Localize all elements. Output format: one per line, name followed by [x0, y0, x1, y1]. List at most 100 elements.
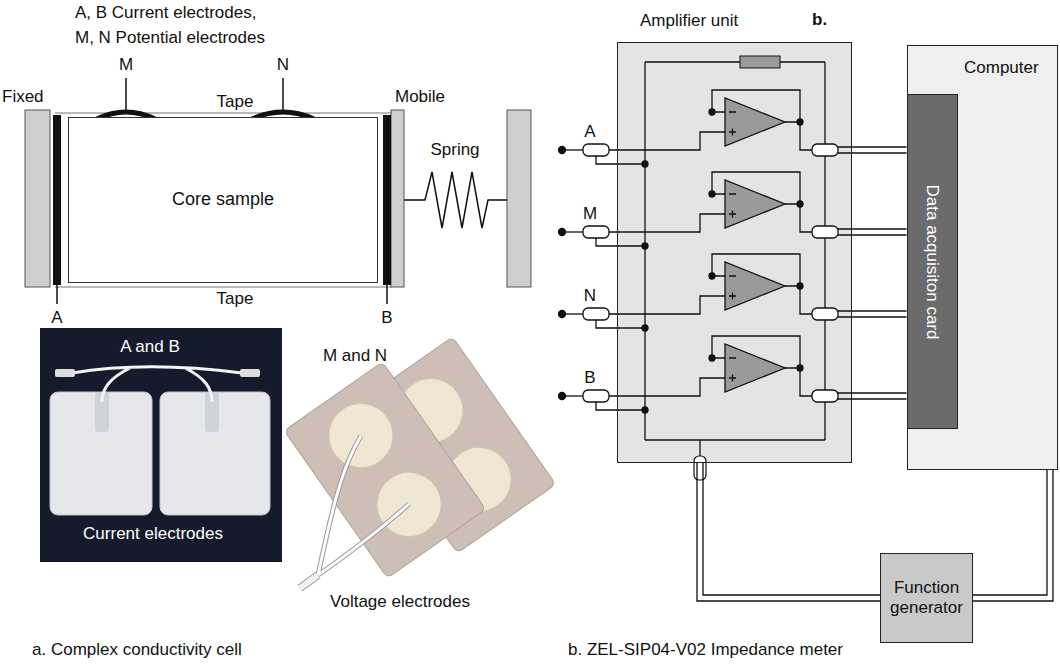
- electrode-letter: A: [51, 308, 62, 328]
- amplifier-channel: [559, 336, 853, 413]
- daq-card: Data acquisiton card: [907, 94, 958, 429]
- bus-wire: [645, 62, 825, 440]
- shield-wire: [596, 320, 645, 328]
- signal-cable: [973, 470, 1053, 601]
- sample-label: Core sample: [172, 189, 274, 211]
- generator-box: Function generator: [880, 553, 973, 643]
- photo-label: Current electrodes: [83, 524, 223, 544]
- sub-caption: b. ZEL-SIP04-V02 Impedance meter: [568, 640, 843, 660]
- coax-connector: [812, 390, 838, 402]
- unit-label: Function generator: [885, 578, 968, 619]
- junction-dot: [709, 191, 715, 197]
- opamp-sign: [729, 358, 736, 382]
- electrode-lead: [282, 78, 284, 111]
- output-lead: [838, 311, 852, 317]
- unit-heading: Computer: [964, 58, 1039, 78]
- junction-dot: [709, 109, 715, 115]
- spring-symbol: [404, 172, 507, 228]
- output-wire: [785, 122, 812, 150]
- input-terminal: [559, 147, 566, 154]
- shield-wire: [596, 402, 645, 410]
- signal-cable: [852, 229, 907, 235]
- electrode-letter: N: [277, 55, 289, 75]
- photo-label: A and B: [120, 337, 180, 357]
- current-electrode: [383, 115, 391, 285]
- panel-letter: b.: [812, 10, 827, 30]
- card-label: Data acquisiton card: [922, 184, 942, 339]
- plate-label: Mobile: [395, 87, 445, 107]
- electrode-cable: [72, 367, 242, 402]
- input-label: A: [584, 122, 595, 142]
- cable-plug: [55, 369, 75, 377]
- signal-wire: [609, 378, 725, 396]
- electrode-sheet: [284, 362, 486, 578]
- tape-label: Tape: [217, 289, 254, 309]
- output-wire: [785, 204, 812, 232]
- electrode-sheet: [284, 362, 486, 578]
- heading-label: A, B Current electrodes,: [75, 3, 256, 23]
- output-lead: [838, 147, 852, 153]
- sample-box: Core sample: [68, 117, 378, 283]
- input-wire: [565, 231, 583, 232]
- electrode-lead: [125, 78, 127, 111]
- junction-dot: [797, 119, 803, 125]
- amplifier-fill: [617, 42, 852, 463]
- electrode-pad: [316, 391, 405, 480]
- ground-bus: [644, 62, 645, 440]
- input-wire: [565, 395, 583, 396]
- sub-caption: a. Complex conductivity cell: [32, 640, 242, 660]
- electrode-lead: [386, 285, 388, 304]
- opamp-symbol: [725, 344, 785, 392]
- signal-wire: [609, 214, 725, 232]
- input-wire: [565, 149, 583, 150]
- output-lead: [838, 393, 852, 399]
- unit-heading: Amplifier unit: [640, 11, 738, 31]
- signal-cable: [697, 463, 880, 601]
- coax-connector: [583, 226, 609, 238]
- junction-dot: [797, 283, 803, 289]
- input-label: B: [584, 368, 595, 388]
- opamp-sign: [729, 194, 736, 218]
- plate-label: Fixed: [2, 87, 44, 107]
- coax-connector: [812, 226, 838, 238]
- coax-connector: [812, 144, 838, 156]
- signal-wire: [609, 296, 725, 314]
- electrode-letter: M: [119, 55, 133, 75]
- opamp-symbol: [725, 262, 785, 310]
- opamp-sign: [729, 276, 736, 300]
- junction-dot: [642, 161, 648, 167]
- junction-dot: [797, 201, 803, 207]
- fixed-plate: [25, 110, 50, 287]
- bus-wire: [699, 440, 700, 456]
- junction-dot: [709, 355, 715, 361]
- junction-dot: [642, 325, 648, 331]
- photo-label: Voltage electrodes: [330, 592, 470, 612]
- cable-plug: [300, 575, 318, 588]
- opamp-sign: [729, 112, 736, 136]
- output-wire: [785, 368, 812, 396]
- electrode-cable: [318, 436, 409, 575]
- amplifier-channel: [559, 172, 853, 249]
- opamp-symbol: [725, 98, 785, 146]
- amplifier-channel: [559, 90, 853, 167]
- input-label: M: [583, 204, 597, 224]
- spring-label: Spring: [430, 140, 479, 160]
- potential-electrode: [252, 112, 314, 119]
- input-terminal: [559, 393, 566, 400]
- input-wire: [565, 313, 583, 314]
- shield-wire: [596, 156, 645, 164]
- junction-dot: [709, 273, 715, 279]
- ground-bus: [824, 62, 825, 440]
- resistor-symbol: [740, 56, 780, 68]
- pressure-plate: [391, 110, 404, 287]
- amplifier-box: Amplifier unit: [617, 42, 852, 463]
- electrode-lead: [56, 285, 58, 304]
- photo-label: M and N: [323, 346, 387, 366]
- junction-dot: [797, 365, 803, 371]
- signal-cable: [852, 147, 907, 153]
- tape-label: Tape: [217, 92, 254, 112]
- coax-connector: [583, 144, 609, 156]
- input-label: N: [584, 286, 596, 306]
- cable-plug: [240, 369, 260, 377]
- electrode-cable: [318, 436, 409, 575]
